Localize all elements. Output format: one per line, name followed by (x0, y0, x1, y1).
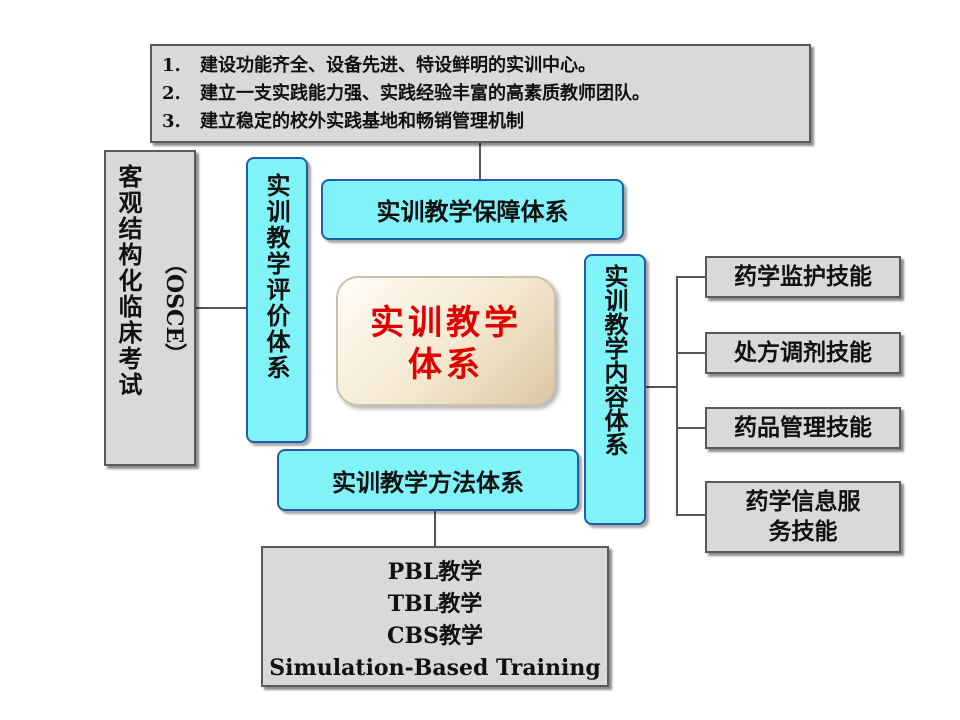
method-system-label: 实训教学方法体系 (332, 467, 524, 497)
goal-number: 2. (162, 83, 181, 104)
skill-box: 药学信息服务技能 (705, 481, 901, 553)
goal-item: 1. 建设功能齐全、设备先进、特设鲜明的实训中心。 (162, 52, 799, 80)
method-item: TBL教学 (387, 591, 483, 617)
content-system-box: 实训教学内容体系 (584, 254, 646, 525)
goal-item: 3. 建立稳定的校外实践基地和畅销管理机制 (162, 108, 799, 136)
osce-box: 客观结构化临床考试 （OSCE） (104, 150, 196, 466)
skill-label: 药品管理技能 (734, 414, 872, 441)
core-title-line2: 体系 (408, 345, 484, 385)
connector-goals-guarantee (479, 143, 481, 180)
skill-box: 处方调剂技能 (705, 332, 901, 374)
skills-bracket-vertical (676, 276, 678, 516)
bracket-tick-2 (676, 352, 705, 354)
osce-abbrev: （OSCE） (161, 252, 187, 366)
evaluation-system-box: 实训教学评价体系 (246, 157, 308, 443)
method-item: Simulation-Based Training (269, 655, 601, 681)
osce-label: 客观结构化临床考试 (114, 164, 143, 398)
goals-box: 1. 建设功能齐全、设备先进、特设鲜明的实训中心。 2. 建立一支实践能力强、实践经… (150, 44, 811, 143)
skill-label: 处方调剂技能 (734, 339, 872, 366)
teaching-methods-box: PBL教学 TBL教学 CBS教学 Simulation-Based Train… (261, 546, 609, 687)
bracket-tick-3 (676, 427, 705, 429)
goal-text: 建立一支实践能力强、实践经验丰富的高素质教师团队。 (200, 83, 650, 104)
connector-method-list (434, 511, 436, 547)
goal-number: 3. (162, 111, 181, 132)
bracket-tick-4 (676, 514, 705, 516)
guarantee-system-box: 实训教学保障体系 (321, 179, 624, 240)
goal-item: 2. 建立一支实践能力强、实践经验丰富的高素质教师团队。 (162, 80, 799, 108)
content-system-label: 实训教学内容体系 (600, 264, 629, 456)
method-item: PBL教学 (387, 559, 483, 585)
method-system-box: 实训教学方法体系 (277, 449, 579, 511)
guarantee-system-label: 实训教学保障体系 (376, 197, 569, 226)
connector-content-bracket (646, 386, 676, 388)
evaluation-system-label: 实训教学评价体系 (262, 173, 291, 381)
connector-osce-eval (196, 307, 247, 309)
bracket-tick-1 (676, 276, 705, 278)
skill-box: 药学监护技能 (705, 256, 901, 298)
skill-box: 药品管理技能 (705, 407, 901, 449)
goal-text: 建设功能齐全、设备先进、特设鲜明的实训中心。 (200, 55, 596, 76)
skill-label: 药学监护技能 (734, 263, 872, 290)
goal-text: 建立稳定的校外实践基地和畅销管理机制 (200, 111, 524, 132)
method-item: CBS教学 (387, 623, 483, 649)
core-system-title: 实训教学 体系 (338, 302, 554, 386)
core-title-line1: 实训教学 (370, 303, 522, 343)
skill-label: 药学信息服务技能 (745, 488, 861, 545)
goal-number: 1. (162, 55, 181, 76)
core-system-box: 实训教学 体系 (336, 276, 556, 406)
